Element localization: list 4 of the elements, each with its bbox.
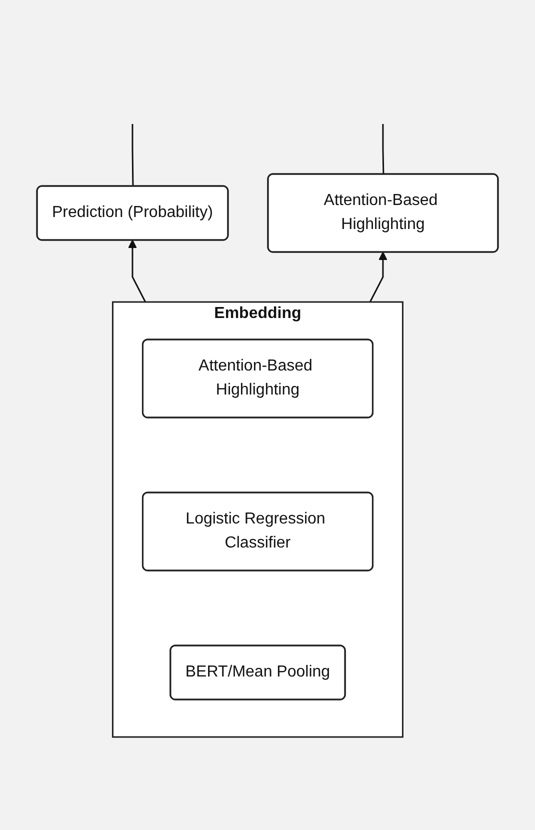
connector <box>132 124 134 186</box>
arrow <box>369 251 388 302</box>
arrow <box>128 239 146 302</box>
connector <box>382 124 384 174</box>
